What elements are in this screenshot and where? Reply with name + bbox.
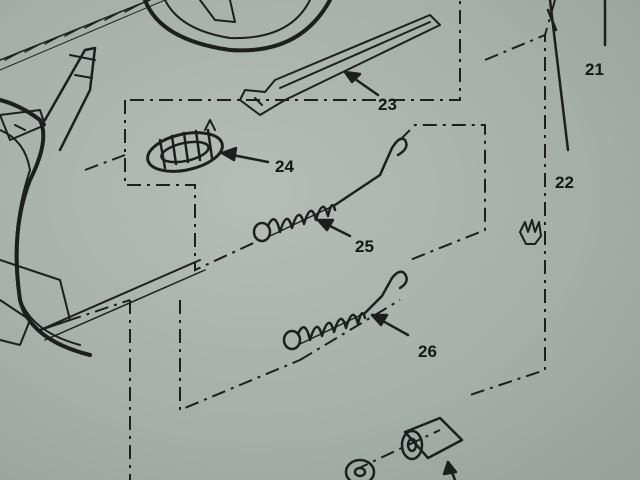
frame-edge <box>0 0 166 71</box>
backing-plate-arc <box>143 0 332 53</box>
callout-26: 26 <box>418 342 437 361</box>
hand-pointer-icon <box>519 219 542 245</box>
brake-shoe <box>0 46 206 357</box>
callout-24: 24 <box>275 157 294 176</box>
callout-25: 25 <box>355 237 374 256</box>
leader-lines <box>220 0 607 480</box>
bottom-parts <box>344 416 464 480</box>
callout-21: 21 <box>585 60 604 79</box>
callout-22-lower: 22 <box>555 173 574 192</box>
callout-labels: 21 22 22 23 24 25 26 <box>275 60 604 361</box>
callout-23: 23 <box>378 95 397 114</box>
assembly-lines <box>39 0 556 480</box>
part-26-spring <box>282 270 408 351</box>
part-24-spring-clip <box>146 119 224 173</box>
part-25-spring <box>252 137 408 243</box>
part-23-lever <box>239 14 441 116</box>
